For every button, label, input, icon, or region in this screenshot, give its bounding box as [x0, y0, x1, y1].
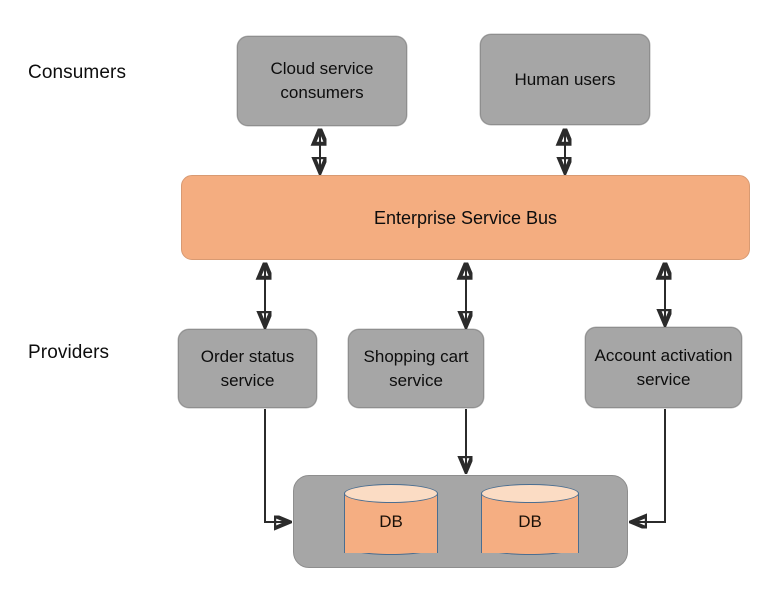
- node-human-users[interactable]: Human users: [480, 34, 650, 125]
- database-cylinder-2[interactable]: DB: [481, 484, 579, 561]
- node-cloud-service-consumers-label: Cloud service consumers: [270, 59, 374, 102]
- database-cylinder-2-label: DB: [518, 512, 542, 531]
- connector-account-activation-database: [632, 409, 666, 522]
- node-account-activation-service-label: Account activation service: [594, 345, 733, 389]
- node-account-activation-service[interactable]: Account activation service: [585, 327, 742, 408]
- node-enterprise-service-bus[interactable]: Enterprise Service Bus: [181, 175, 750, 260]
- node-human-users-label: Human users: [514, 69, 616, 89]
- row-label-providers: Providers: [28, 342, 110, 363]
- database-group[interactable]: DB DB: [293, 475, 628, 568]
- node-shopping-cart-service[interactable]: Shopping cart service: [348, 329, 484, 408]
- connector-order-status-database: [264, 409, 289, 522]
- database-cylinder-1-top: [344, 484, 438, 503]
- node-order-status-service-label: Order status service: [200, 346, 295, 390]
- row-label-consumers: Consumers: [28, 62, 127, 83]
- database-cylinder-1-body: [344, 493, 438, 553]
- database-cylinder-2-top: [481, 484, 579, 503]
- database-cylinder-1-label: DB: [379, 512, 403, 531]
- node-enterprise-service-bus-label: Enterprise Service Bus: [373, 207, 558, 228]
- node-shopping-cart-service-label: Shopping cart service: [363, 346, 469, 390]
- database-cylinder-1[interactable]: DB: [344, 484, 438, 561]
- database-cylinder-2-body: [481, 493, 579, 553]
- node-cloud-service-consumers[interactable]: Cloud service consumers: [237, 36, 407, 126]
- node-order-status-service[interactable]: Order status service: [178, 329, 317, 408]
